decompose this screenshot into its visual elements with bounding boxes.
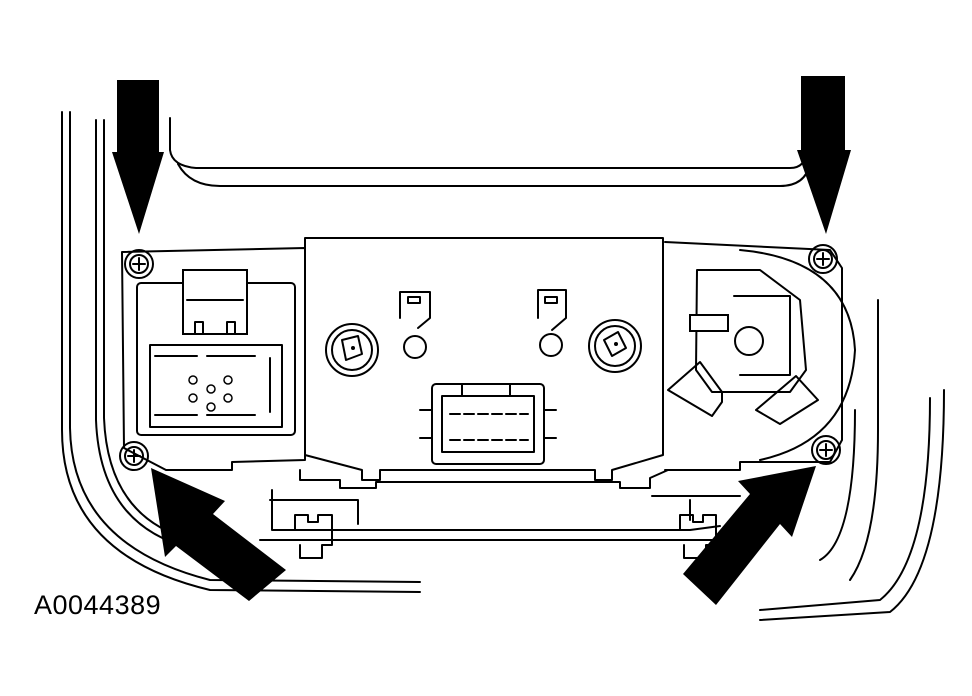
arrow-bottom-right: [683, 466, 816, 605]
screw-bottom-right: [811, 435, 841, 465]
arrow-top-right: [797, 76, 851, 234]
console-outline: [61, 111, 945, 621]
screw-bottom-left: [119, 441, 149, 471]
screw-top-left: [124, 249, 154, 279]
arrow-top-left: [112, 80, 164, 234]
right-lamp-module: [667, 249, 856, 461]
arrow-bottom-left: [151, 468, 286, 601]
screw-top-right: [808, 244, 838, 274]
left-switch-module: [136, 269, 296, 436]
figure-id-label: A0044389: [34, 590, 162, 620]
center-housing: [304, 237, 664, 481]
